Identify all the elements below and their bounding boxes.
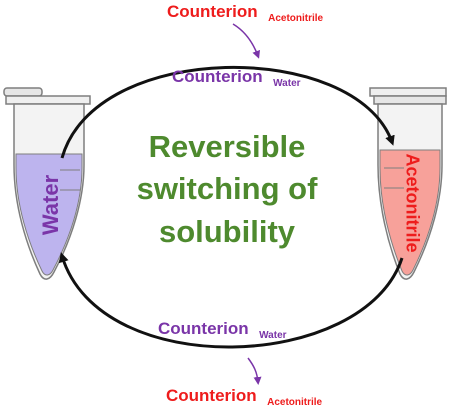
center-line-1: Reversible [149,129,306,164]
mid-bottom-counterion: Counterion Water [158,319,287,341]
mid-top-counterion-main: Counterion [172,67,263,86]
water-label: Water [38,174,63,235]
water-liquid [15,153,83,276]
bottom-counterion-sub: Acetonitrile [267,397,322,408]
acetonitrile-liquid [379,149,441,276]
mid-bottom-counterion-main: Counterion [158,319,249,338]
mid-bottom-counterion-sub: Water [259,330,287,341]
top-transfer-arrow [232,23,260,59]
water-tube: Water [3,87,91,280]
cycle-arrow-bottom [58,252,404,349]
mid-top-counterion: Counterion Water [172,67,301,89]
bottom-counterion: Counterion Acetonitrile [166,386,323,408]
top-counterion: Counterion Acetonitrile [167,2,324,24]
bottom-transfer-arrow [247,357,262,385]
center-title: Reversible switching of solubility [137,129,319,249]
center-line-2: switching of [137,171,319,206]
center-line-3: solubility [159,214,296,249]
mid-top-counterion-sub: Water [273,78,301,89]
acetonitrile-tube: Acetonitrile [369,87,447,280]
acetonitrile-label: Acetonitrile [402,153,422,252]
bottom-counterion-main: Counterion [166,386,257,405]
top-counterion-sub: Acetonitrile [268,13,323,24]
top-counterion-main: Counterion [167,2,258,21]
cycle-arrow-top [60,65,395,159]
